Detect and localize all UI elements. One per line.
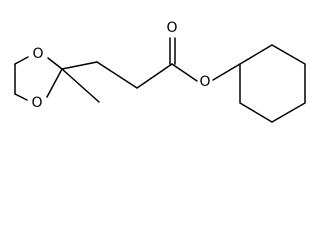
bond-ring-ch2-o-lower: [14, 93, 28, 101]
bond-carbonyl-c-ester-o: [171, 63, 198, 82]
bond-ch2b-carbonyl-c: [136, 63, 173, 89]
bond-c2-methyl: [61, 68, 100, 103]
bond-ch2a-ch2b: [96, 61, 138, 89]
bond-ring-o-lower-c2: [46, 68, 63, 98]
bond-ester-o-cyclohexyl: [212, 63, 241, 81]
atom-label-dioxolane-o-lower: O: [31, 95, 42, 111]
bond-c2-ch2a: [61, 61, 98, 70]
atom-label-ester-o: O: [199, 74, 210, 90]
atom-label-carbonyl-o: O: [166, 20, 177, 36]
structure-diagram: O O O O: [14, 20, 306, 123]
bond-ring-o-upper-c2: [47, 57, 63, 70]
bond-ring-ch2-o-upper: [14, 56, 29, 65]
cyclohexane-ring: [239, 44, 306, 123]
atom-label-dioxolane-o-upper: O: [32, 46, 43, 62]
